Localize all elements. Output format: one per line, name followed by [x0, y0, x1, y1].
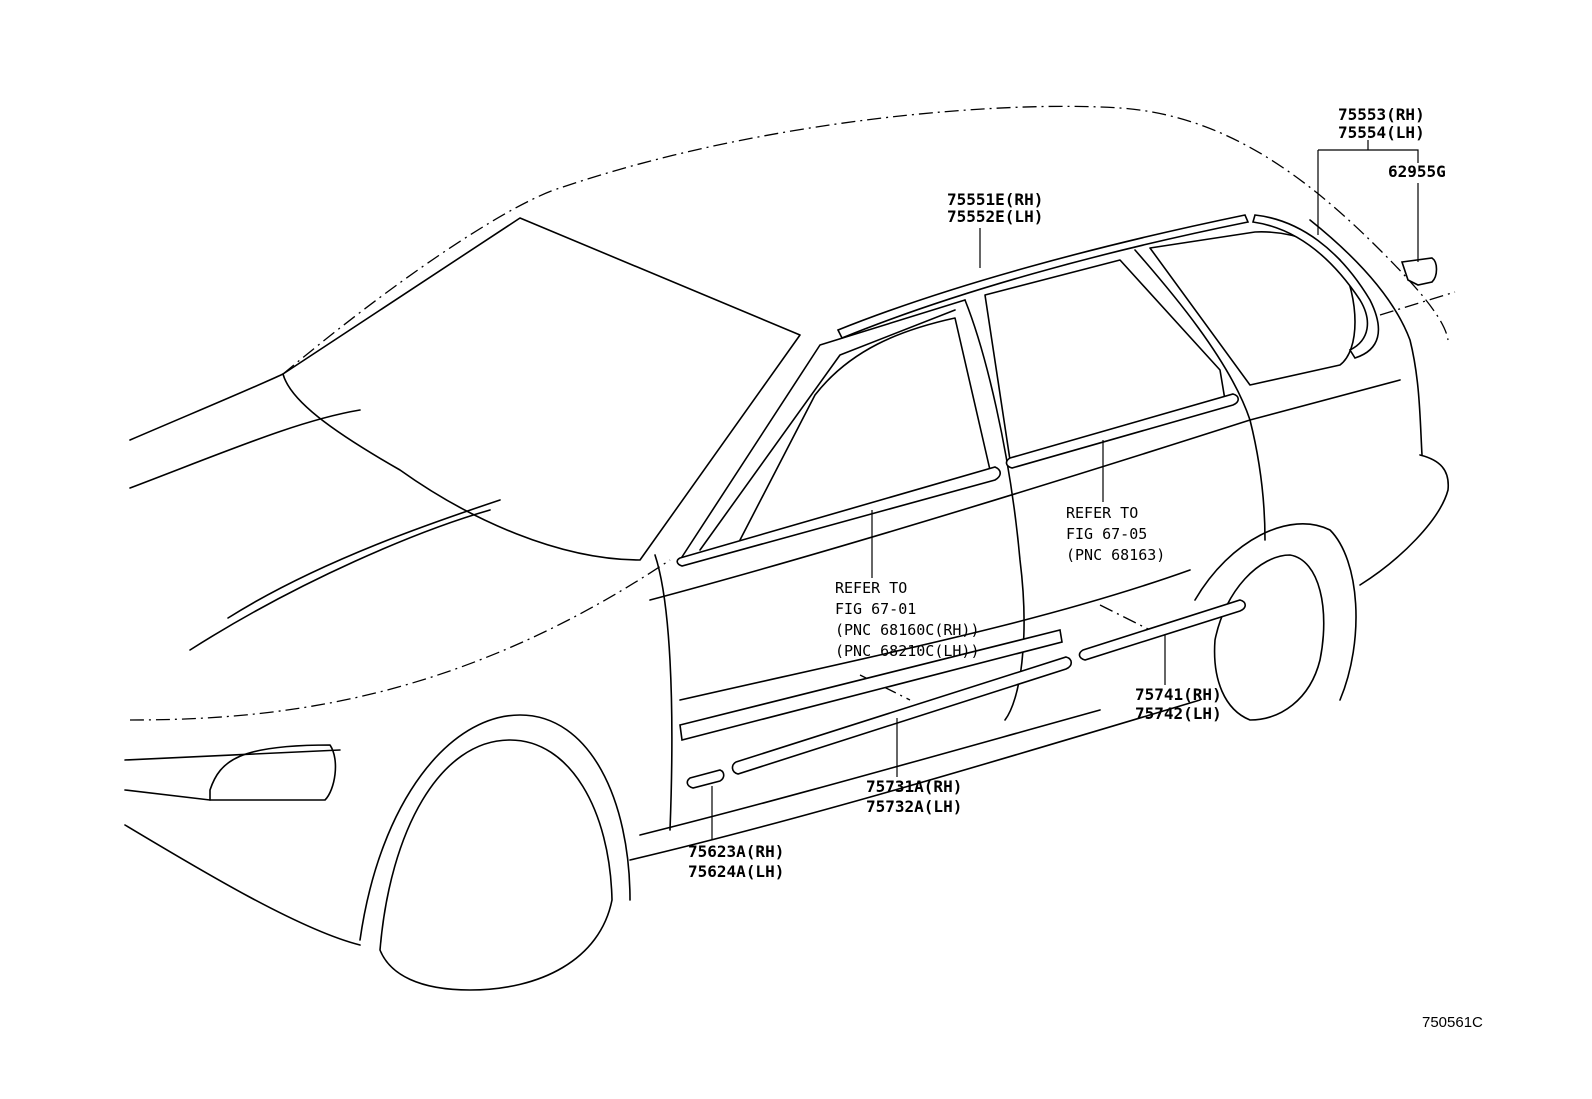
a-pillar [679, 299, 966, 561]
door-bottom [679, 569, 1191, 701]
hood-line [129, 373, 284, 441]
a-pillar-inner [699, 309, 956, 551]
front-window [739, 317, 991, 541]
label-roof-drip-rh: 75551E(RH) [947, 190, 1044, 209]
leader-roof-rear [1317, 140, 1419, 235]
roof-outline [282, 105, 1449, 375]
hood-front [189, 509, 491, 651]
front-bumper-low [124, 824, 361, 946]
diagram-id: 750561C [1422, 1014, 1483, 1031]
note-front-door-pnc-lh: (PNC 68210C(LH)) [835, 642, 980, 660]
rear-wheel [1213, 554, 1325, 721]
sill [639, 709, 1101, 836]
windshield [282, 217, 801, 561]
label-front-side-rh: 75731A(RH) [866, 777, 963, 796]
label-rear-side-lh: 75742(LH) [1135, 704, 1222, 723]
note-rear-door-fig: FIG 67-05 [1066, 525, 1148, 543]
bumper [124, 749, 341, 801]
label-roof-rear-lh: 75554(LH) [1338, 123, 1425, 142]
label-rear-side-rh: 75741(RH) [1135, 685, 1222, 704]
c-pillar [1134, 249, 1266, 541]
clip-icon [1400, 257, 1438, 286]
label-front-side-lh: 75732A(LH) [866, 797, 963, 816]
rear-door-side-molding [1078, 599, 1247, 661]
hood-side [129, 559, 671, 721]
rear-door-belt-molding [1005, 393, 1240, 469]
front-wheel [379, 739, 613, 991]
label-roof-drip-lh: 75552E(LH) [947, 207, 1044, 226]
label-roof-rear-rh: 75553(RH) [1338, 105, 1425, 124]
belt-line [649, 379, 1401, 601]
roof-rear-molding [1251, 214, 1380, 359]
rear-fender-arch [1194, 523, 1357, 701]
hood-crease [129, 409, 361, 489]
label-fender-lh: 75624A(LH) [688, 862, 785, 881]
clip-dash [1379, 291, 1456, 316]
headlamp [209, 744, 337, 801]
fender-molding [686, 769, 725, 789]
note-front-door-refer: REFER TO [835, 579, 908, 597]
roof-drip-molding [836, 214, 1250, 340]
note-rear-door-pnc: (PNC 68163) [1066, 546, 1166, 564]
rear-body [1359, 454, 1449, 586]
rear-pillar-d [1309, 219, 1423, 456]
front-door-belt-molding [676, 466, 1002, 567]
front-door-lower-molding [679, 629, 1063, 741]
note-rear-door-refer: REFER TO [1066, 504, 1139, 522]
front-door-front-edge [654, 554, 673, 831]
front-door-side-molding [731, 656, 1073, 775]
label-fender-rh: 75623A(RH) [688, 842, 785, 861]
hood-edge [227, 499, 501, 619]
label-clip: 62955G [1388, 162, 1446, 181]
rear-window [984, 259, 1226, 461]
note-front-door-pnc-rh: (PNC 68160C(RH)) [835, 621, 980, 639]
rocker [629, 699, 1201, 861]
front-fender-arch [359, 714, 631, 941]
note-front-door-fig: FIG 67-01 [835, 600, 917, 618]
